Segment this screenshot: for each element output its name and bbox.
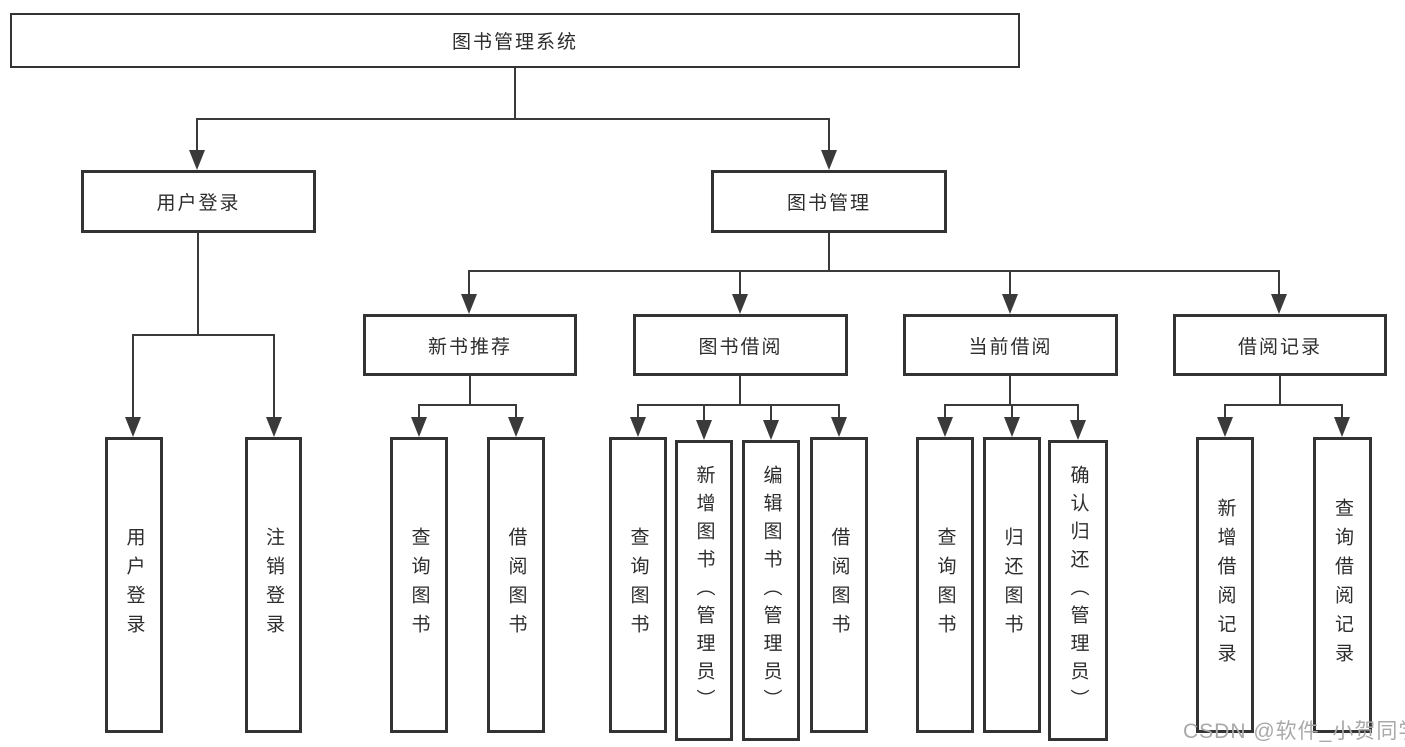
down-arrow-icon (125, 417, 141, 437)
down-arrow-icon (461, 294, 477, 314)
node-root-label: 图书管理系统 (451, 32, 578, 53)
leaf-add-book-admin-label: 新增图书（管理员） (693, 464, 715, 717)
node-book-management: 图书管理 (711, 170, 947, 233)
down-arrow-icon (189, 150, 205, 170)
leaf-query-book-borrowing-label: 查询图书 (627, 527, 649, 643)
line (1011, 404, 1013, 421)
leaf-add-borrow-record: 新增借阅记录 (1196, 437, 1254, 733)
leaf-query-book-recommend-label: 查询图书 (408, 527, 430, 643)
leaf-query-borrow-record-label: 查询借阅记录 (1332, 498, 1353, 672)
node-book-management-label: 图书管理 (786, 193, 871, 214)
line (196, 118, 198, 152)
down-arrow-icon (763, 420, 779, 440)
line (273, 334, 275, 421)
leaf-add-book-admin: 新增图书（管理员） (675, 440, 733, 741)
down-arrow-icon (1004, 417, 1020, 437)
line (514, 68, 516, 120)
leaf-edit-book-admin: 编辑图书（管理员） (742, 440, 800, 741)
line (1225, 404, 1343, 406)
leaf-borrow-book-recommend: 借阅图书 (487, 437, 545, 733)
line (1224, 404, 1226, 421)
leaf-query-book-recommend: 查询图书 (390, 437, 448, 733)
leaf-return-book-label: 归还图书 (1001, 527, 1023, 643)
down-arrow-icon (1271, 294, 1287, 314)
leaf-confirm-return-admin: 确认归还（管理员） (1048, 440, 1108, 741)
leaf-borrow-book-recommend-label: 借阅图书 (505, 527, 527, 643)
down-arrow-icon (1070, 420, 1086, 440)
node-user-login: 用户登录 (81, 170, 316, 233)
down-arrow-icon (630, 417, 646, 437)
node-borrowing-records-label: 借阅记录 (1237, 336, 1322, 358)
down-arrow-icon (266, 417, 282, 437)
leaf-logout-label: 注销登录 (263, 527, 284, 643)
line (468, 270, 470, 298)
node-current-borrowing-label: 当前借阅 (968, 336, 1053, 358)
leaf-edit-book-admin-label: 编辑图书（管理员） (760, 464, 782, 717)
node-book-borrowing: 图书借阅 (633, 314, 848, 376)
node-new-book-recommend-label: 新书推荐 (427, 336, 512, 358)
node-book-borrowing-label: 图书借阅 (698, 336, 783, 358)
down-arrow-icon (508, 417, 524, 437)
line (515, 404, 517, 421)
line (638, 404, 840, 406)
line (133, 334, 275, 336)
node-borrowing-records: 借阅记录 (1173, 314, 1387, 376)
down-arrow-icon (937, 417, 953, 437)
down-arrow-icon (831, 417, 847, 437)
line (944, 404, 946, 421)
down-arrow-icon (821, 150, 837, 170)
line (469, 270, 1280, 272)
line (418, 404, 420, 421)
node-current-borrowing: 当前借阅 (903, 314, 1118, 376)
line (197, 233, 199, 336)
leaf-return-book: 归还图书 (983, 437, 1041, 733)
down-arrow-icon (1334, 417, 1350, 437)
line (1009, 270, 1011, 298)
line (132, 334, 134, 421)
csdn-watermark: CSDN @软件_小贺同学 (1183, 720, 1405, 743)
node-new-book-recommend: 新书推荐 (363, 314, 577, 376)
line (770, 404, 772, 424)
line (828, 233, 830, 272)
line (637, 404, 639, 421)
line (1341, 404, 1343, 421)
leaf-query-book-current: 查询图书 (916, 437, 974, 733)
leaf-borrow-book-borrowing-label: 借阅图书 (828, 527, 850, 643)
down-arrow-icon (732, 294, 748, 314)
line (739, 270, 741, 298)
down-arrow-icon (411, 417, 427, 437)
down-arrow-icon (1217, 417, 1233, 437)
line (838, 404, 840, 421)
line (469, 376, 471, 406)
line (828, 118, 830, 152)
leaf-query-book-current-label: 查询图书 (934, 527, 956, 643)
down-arrow-icon (1002, 294, 1018, 314)
leaf-user-login: 用户登录 (105, 437, 163, 733)
line (1279, 376, 1281, 406)
leaf-confirm-return-admin-label: 确认归还（管理员） (1067, 464, 1089, 717)
leaf-query-book-borrowing: 查询图书 (609, 437, 667, 733)
down-arrow-icon (696, 420, 712, 440)
line (419, 404, 517, 406)
line (1278, 270, 1280, 298)
line (703, 404, 705, 424)
leaf-add-borrow-record-label: 新增借阅记录 (1214, 498, 1236, 672)
node-root: 图书管理系统 (10, 13, 1020, 68)
leaf-logout: 注销登录 (245, 437, 302, 733)
node-user-login-label: 用户登录 (156, 193, 241, 214)
leaf-query-borrow-record: 查询借阅记录 (1313, 437, 1372, 733)
leaf-borrow-book-borrowing: 借阅图书 (810, 437, 868, 733)
line (739, 376, 741, 406)
line (197, 118, 830, 120)
line (1077, 404, 1079, 424)
leaf-user-login-label: 用户登录 (123, 527, 145, 643)
line (1009, 376, 1011, 406)
